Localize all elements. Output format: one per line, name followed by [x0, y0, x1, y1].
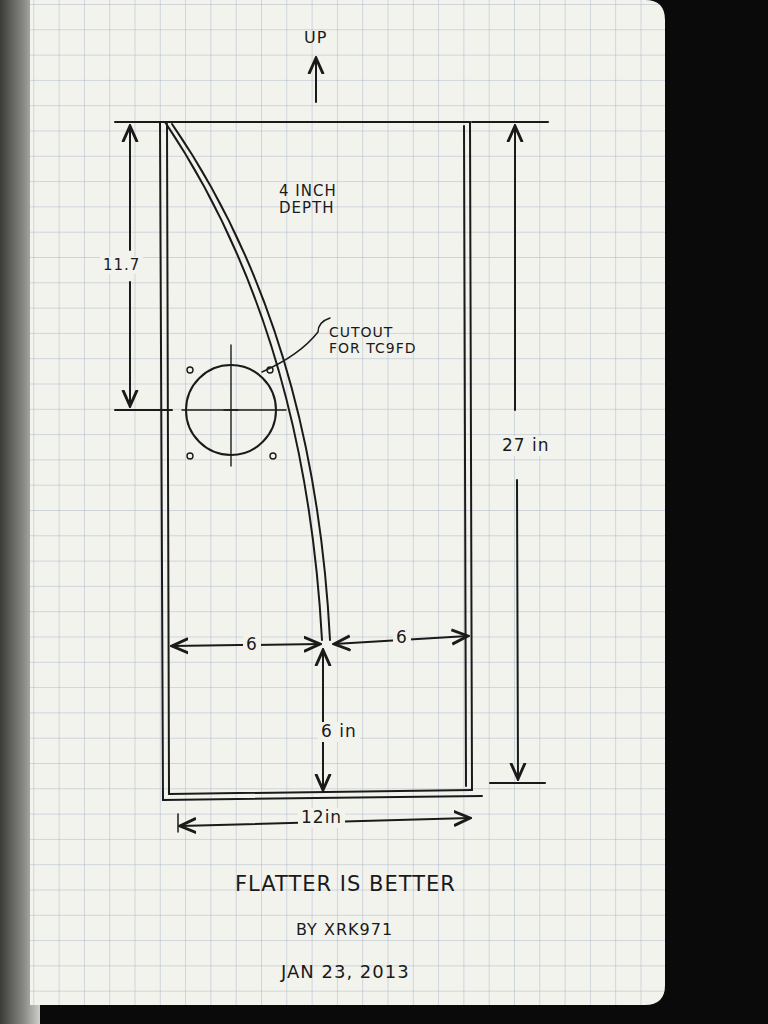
dimension-label: 6 — [393, 628, 411, 648]
dimension-label: 12in — [298, 808, 345, 828]
dimension-label: 11.7 — [100, 257, 143, 274]
sketch-title: FLATTER IS BETTER — [235, 872, 456, 896]
direction-label: UP — [304, 29, 327, 47]
date-line: JAN 23, 2013 — [281, 962, 410, 983]
depth-note: 4 INCH DEPTH — [279, 183, 357, 218]
dimension-label: 6 in — [318, 722, 360, 742]
dimension-label: 6 — [243, 635, 261, 655]
author-line: BY XRK971 — [296, 921, 393, 939]
callout-note: CUTOUT FOR TC9FD — [329, 324, 419, 356]
dimension-label: 27 in — [499, 436, 553, 456]
